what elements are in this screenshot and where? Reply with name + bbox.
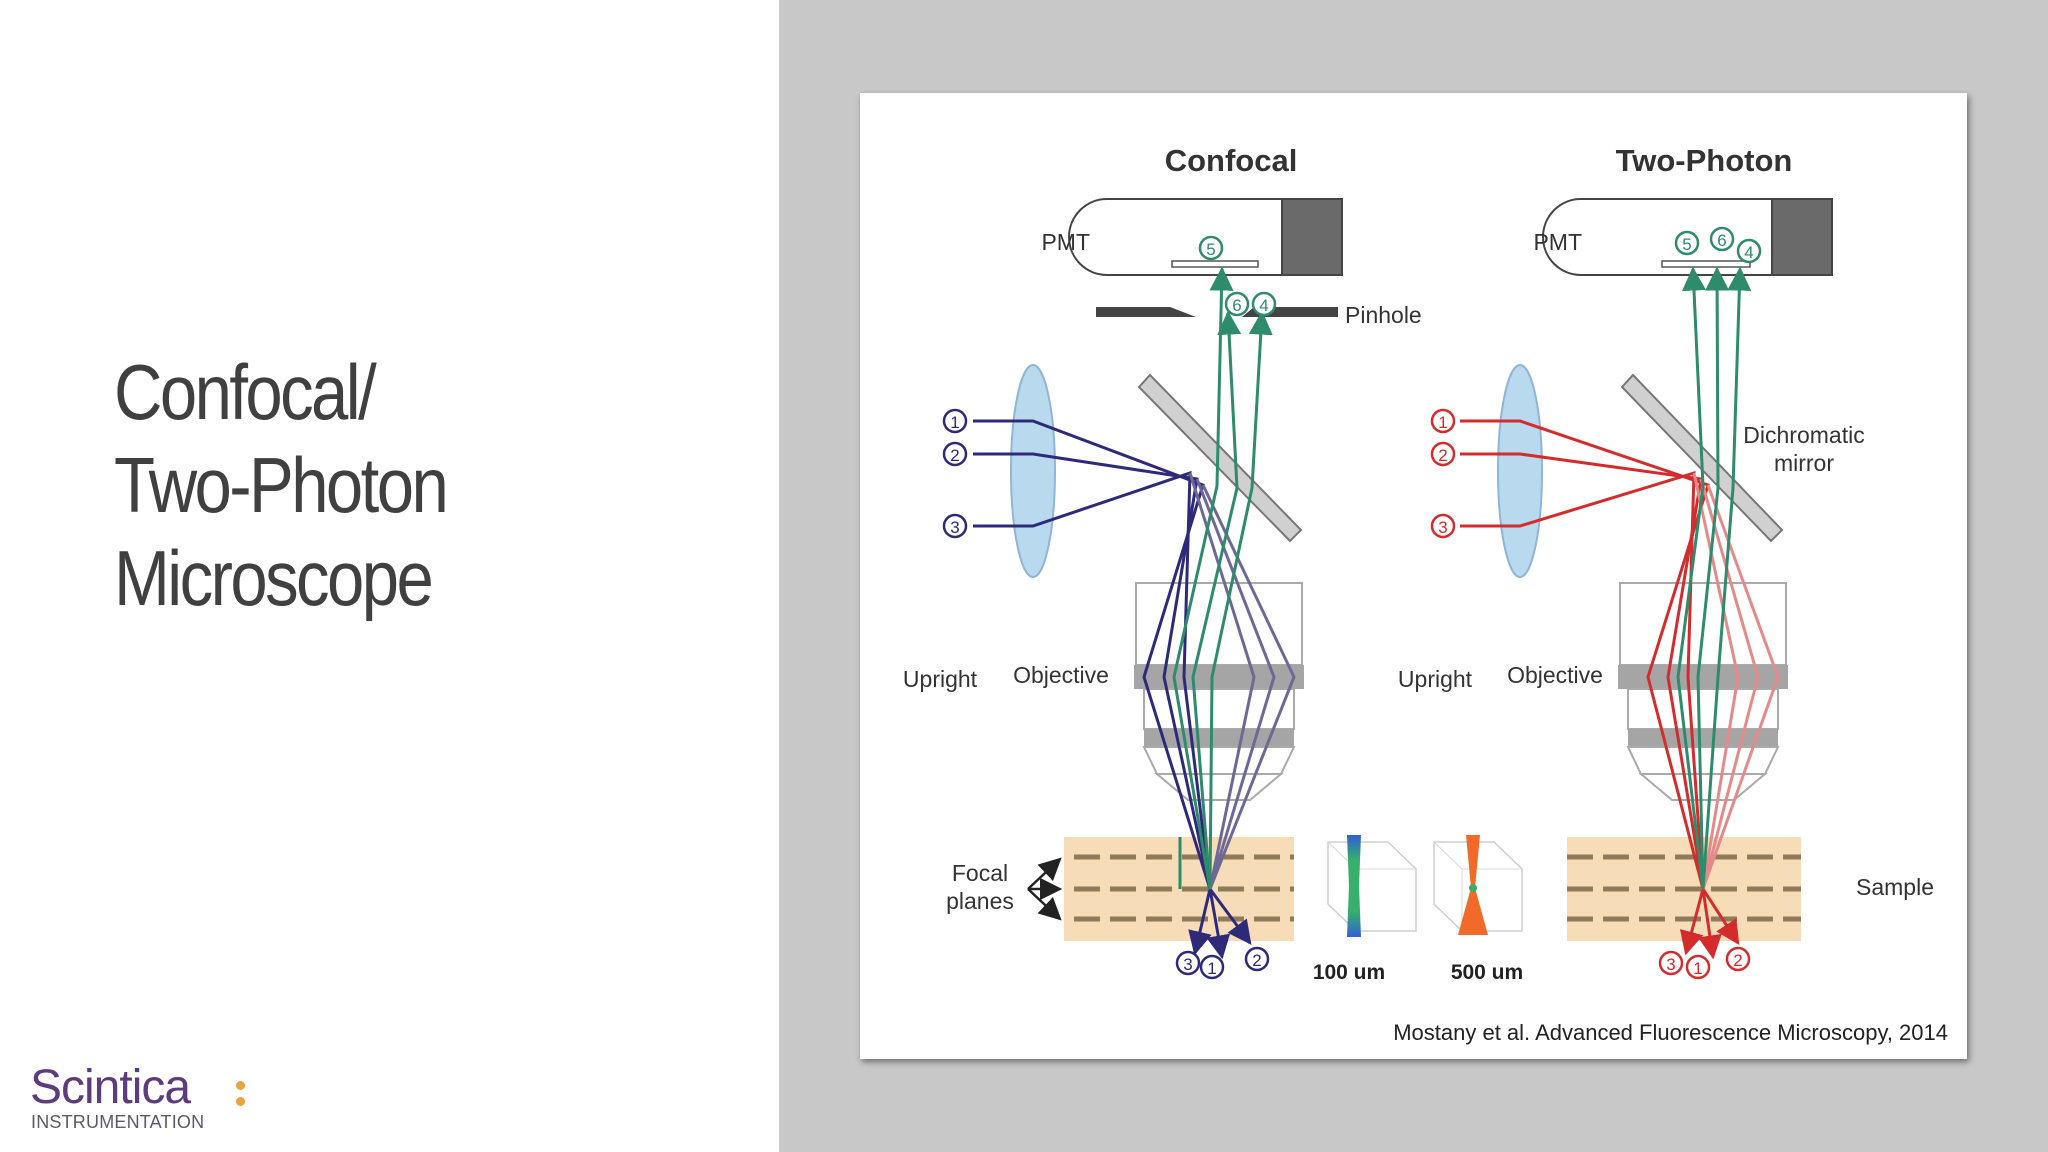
two-photon-emission-rays — [1676, 266, 1752, 890]
marker-circle — [1224, 291, 1250, 317]
marker-number: 1 — [1438, 413, 1447, 432]
sample-label: Sample — [1856, 874, 1934, 900]
two-photon-input-markers: 1 2 3 — [1430, 408, 1456, 539]
marker-circle — [942, 408, 968, 434]
slide-title: Confocal/ Two-Photon Microscope — [114, 346, 449, 625]
marker-circle — [1430, 408, 1456, 434]
marker-circle — [1430, 513, 1456, 539]
marker-number: 2 — [1438, 446, 1447, 465]
two-photon-panel: Two-Photon PMT Dichromatic mirror Uprigh… — [1398, 143, 1934, 984]
slide-title-line: Confocal/ — [114, 348, 377, 436]
microscopy-diagram: Confocal PMT Pinhole Upright Objectiv — [903, 143, 1948, 1045]
slide-title-line: Microscope — [114, 534, 434, 622]
upright-label: Upright — [903, 666, 978, 692]
focal-plane-arrows — [1027, 857, 1063, 921]
two-photon-excitation-rays — [1460, 419, 1780, 960]
focusing-lens — [1010, 364, 1056, 578]
logo-colon-dot — [236, 1097, 245, 1106]
confocal-emission-rays — [1172, 266, 1273, 890]
marker-circle — [1725, 946, 1751, 972]
marker-circle — [942, 441, 968, 467]
marker-circle — [1709, 226, 1735, 252]
scale-label-500um: 500 um — [1451, 961, 1523, 984]
marker-number: 3 — [1438, 518, 1447, 537]
marker-number: 4 — [1744, 243, 1753, 262]
figure-citation: Mostany et al. Advanced Fluorescence Mic… — [1393, 1020, 1948, 1045]
confocal-detector-markers: 5 6 4 — [1198, 235, 1277, 317]
dichromatic-label-line2: mirror — [1774, 450, 1834, 476]
confocal-panel: Confocal PMT Pinhole Upright Objectiv — [903, 143, 1422, 984]
marker-number: 2 — [950, 446, 959, 465]
marker-number: 5 — [1682, 235, 1691, 254]
dichromatic-label-line1: Dichromatic — [1743, 422, 1864, 448]
objective — [1134, 582, 1304, 801]
two-photon-title: Two-Photon — [1616, 143, 1793, 178]
objective-label: Objective — [1013, 662, 1109, 688]
marker-number: 3 — [1183, 955, 1192, 974]
marker-number: 2 — [1252, 951, 1261, 970]
scale-inset-100um — [1327, 835, 1417, 937]
objective-label: Objective — [1507, 662, 1603, 688]
marker-circle — [1685, 954, 1711, 980]
confocal-output-markers: 3 1 2 — [1175, 946, 1270, 980]
pinhole-label: Pinhole — [1345, 302, 1422, 328]
focal-plane-dashes — [1074, 854, 1294, 922]
marker-number: 6 — [1717, 231, 1726, 250]
marker-number: 2 — [1733, 951, 1742, 970]
marker-circle — [942, 513, 968, 539]
marker-circle — [1674, 230, 1700, 256]
dichroic-mirror — [1137, 373, 1303, 543]
marker-circle — [1175, 950, 1201, 976]
upright-label: Upright — [1398, 666, 1473, 692]
logo-subtitle: INSTRUMENTATION — [31, 1112, 205, 1132]
marker-number: 3 — [950, 518, 959, 537]
scale-inset-500um — [1433, 835, 1523, 935]
pmt-detector — [1542, 198, 1833, 276]
marker-circle — [1658, 950, 1684, 976]
focal-planes-label-line2: planes — [946, 888, 1014, 914]
marker-number: 1 — [1693, 959, 1702, 978]
two-photon-detector-markers: 5 6 4 — [1674, 226, 1762, 264]
figure-card: Confocal PMT Pinhole Upright Objectiv — [860, 93, 1967, 1059]
focusing-lens — [1497, 364, 1543, 578]
pmt-detector — [1068, 198, 1343, 276]
logo-name: Scintica — [30, 1061, 191, 1114]
marker-circle — [1244, 946, 1270, 972]
marker-circle — [1736, 238, 1762, 264]
marker-number: 5 — [1206, 240, 1215, 259]
pmt-label: PMT — [1041, 229, 1090, 255]
marker-number: 1 — [950, 413, 959, 432]
marker-circle — [1251, 291, 1277, 317]
slide-title-line: Two-Photon — [114, 441, 449, 529]
focal-planes-label-line1: Focal — [952, 860, 1008, 886]
logo-colon-dot — [236, 1081, 245, 1090]
confocal-title: Confocal — [1165, 143, 1298, 178]
marker-number: 3 — [1666, 955, 1675, 974]
marker-circle — [1430, 441, 1456, 467]
marker-number: 6 — [1232, 296, 1241, 315]
focal-plane-dashes — [1567, 854, 1801, 922]
scale-label-100um: 100 um — [1313, 961, 1385, 984]
pmt-label: PMT — [1533, 229, 1582, 255]
marker-circle — [1199, 954, 1225, 980]
marker-circle — [1198, 235, 1224, 261]
marker-number: 4 — [1259, 296, 1268, 315]
confocal-input-markers: 1 2 3 — [942, 408, 968, 539]
marker-number: 1 — [1207, 959, 1216, 978]
scintica-logo: Scintica INSTRUMENTATION — [30, 1062, 250, 1134]
pinhole — [1096, 307, 1338, 317]
two-photon-output-markers: 3 1 2 — [1658, 946, 1751, 980]
